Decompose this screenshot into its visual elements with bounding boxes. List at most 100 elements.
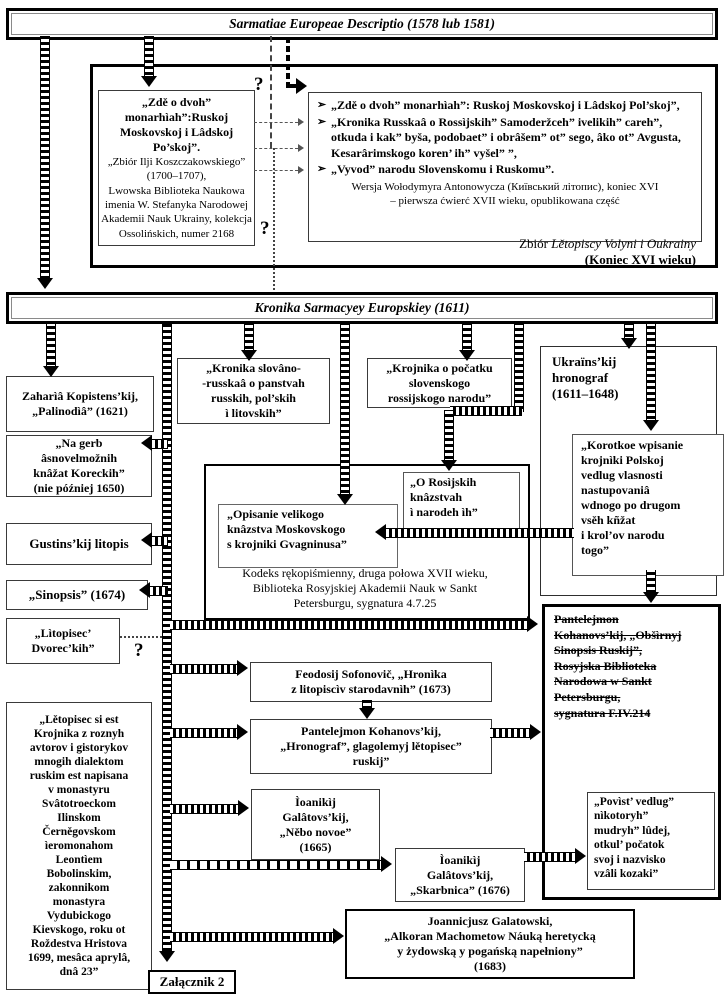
arrowhead-left-icon bbox=[141, 532, 152, 548]
orosijskih-box: „O Rosìjskih knâzstvah ì narodeh ìh” bbox=[403, 472, 520, 530]
zbior-caption: Zbiór Lětopiscy Volyni i Oukrainy (Konie… bbox=[360, 236, 696, 269]
gustin-box: Gustins’kij litopis bbox=[6, 523, 152, 565]
arrowhead-right-icon bbox=[237, 660, 248, 676]
arrowhead-left-icon bbox=[139, 582, 150, 598]
arrowhead-right-icon bbox=[237, 724, 248, 740]
bullet-list-box: ➢ „Zdě o dvoh” monarhìah”: Ruskoj Moskov… bbox=[308, 92, 702, 242]
arrow-title-to-bullets-h bbox=[286, 84, 298, 88]
slovano-box: „Kronika slovâno- -russkaâ o panstvah ru… bbox=[177, 358, 330, 424]
arrowhead-right-icon bbox=[298, 118, 304, 126]
arrow-bar-to-hronograf bbox=[624, 324, 634, 340]
arrowhead-down-icon bbox=[643, 592, 659, 603]
title-bar: Sarmatiae Europeae Descriptio (1578 lub … bbox=[6, 8, 718, 40]
caption-title: Lětopiscy Volyni i Oukrainy bbox=[551, 236, 696, 251]
bullet-list: ➢ „Zdě o dvoh” monarhìah”: Ruskoj Moskov… bbox=[317, 98, 693, 178]
dashed-link-vertical bbox=[270, 36, 272, 148]
arrow-skarbnica-to-povist bbox=[524, 852, 576, 862]
arrow-korotkoe-to-opisanie bbox=[386, 528, 574, 538]
antonowycz-note: Wersja Wołodymyra Antonowycza (Київський… bbox=[351, 180, 659, 208]
arrow-to-sinopsis bbox=[150, 586, 168, 596]
list-item: ➢ „Kronika Russkaâ o Rossìjskih” Samoder… bbox=[317, 115, 693, 162]
kronika-bar: Kronika Sarmacyey Europskiey (1611) bbox=[6, 292, 718, 324]
arrowhead-down-icon bbox=[441, 460, 457, 471]
arrowhead-down-icon bbox=[37, 278, 53, 289]
skarbnica-box: Ìoanikìj Galâtovs’kij, „Skarbnica” (1676… bbox=[395, 848, 525, 902]
arrow-bar-to-orosijskih-v1 bbox=[514, 324, 524, 412]
arrow-bar-to-slovano bbox=[244, 324, 254, 352]
dashed-connector bbox=[254, 170, 298, 171]
zde-title: „Zdě o dvoh” monarhìah”:Ruskoj Moskovsko… bbox=[119, 95, 234, 155]
arrow-spine bbox=[162, 324, 172, 954]
arrowhead-right-icon bbox=[575, 848, 586, 864]
arrowhead-down-icon bbox=[141, 76, 157, 87]
arrowhead-bullet-icon: ➢ bbox=[317, 115, 327, 128]
arrowhead-right-icon bbox=[381, 856, 392, 872]
arrowhead-down-icon bbox=[643, 420, 659, 431]
opisanie-box: „Opisanie velikogo knâzstva Moskovskogo … bbox=[218, 504, 398, 568]
dvoreckih-box: „Lìtopisec’ Dvorec’kih” bbox=[6, 618, 120, 664]
zaharia-box: Zaharìâ Kopistens’kij, „Palinodìâ” (1621… bbox=[6, 376, 154, 432]
arrowhead-down-icon bbox=[359, 708, 375, 719]
wavy-dvoreckih-link bbox=[120, 636, 162, 638]
arrow-korotkoe-to-obsirnyj bbox=[646, 570, 656, 596]
krojnika-box: „Krojnika o počatku slovenskogo rossijsk… bbox=[367, 358, 512, 408]
arrowhead-right-icon bbox=[530, 724, 541, 740]
arrow-to-gustin bbox=[152, 536, 168, 546]
arrowhead-right-icon bbox=[333, 928, 344, 944]
bullet-text-1: „Zdě o dvoh” monarhìah”: Ruskoj Moskovsk… bbox=[331, 98, 680, 112]
arrowhead-right-icon bbox=[296, 78, 307, 94]
nebo-novoe-box: Ìoanikìj Galâtovs’kij, „Něbo novoe” (166… bbox=[251, 789, 380, 860]
arrow-to-feodosij bbox=[170, 664, 238, 674]
arrowhead-down-icon bbox=[43, 366, 59, 377]
arrow-title-to-bullets-v bbox=[286, 36, 290, 88]
arrow-to-skarbnica bbox=[170, 860, 382, 870]
nagerb-box: „Na gerb âsnovelmožnih knâžat Koreckih” … bbox=[6, 435, 152, 497]
arrow-bar-to-korotkoe bbox=[646, 324, 656, 422]
list-item: ➢ „Vyvod” narodu Slovenskomu i Ruskomu”. bbox=[317, 162, 693, 178]
zalacznik-label: Załącznik 2 bbox=[148, 970, 236, 994]
bullet-text-2: „Kronika Russkaâ o Rossìjskih” Samoderžc… bbox=[331, 114, 681, 160]
arrowhead-right-icon bbox=[238, 800, 249, 816]
arrowhead-bullet-icon: ➢ bbox=[317, 163, 327, 176]
arrowhead-down-icon bbox=[621, 338, 637, 349]
korotkoe-box: „Korotkoe wpisanie krojnìki Polskoj vedl… bbox=[572, 434, 724, 576]
arrow-feodosij-to-kohanovskij bbox=[362, 700, 372, 712]
arrow-titlebar-left-down bbox=[40, 36, 50, 282]
arrowhead-bullet-icon: ➢ bbox=[317, 99, 327, 111]
question-mark: ? bbox=[260, 218, 270, 239]
feodosij-box: Feodosij Sofonovič, „Hronìka z litopiscì… bbox=[250, 662, 492, 702]
kohanovskij-hronograf-box: Pantelejmon Kohanovs’kij, „Hronograf”, g… bbox=[250, 719, 492, 774]
arrowhead-right-icon bbox=[298, 166, 304, 174]
hronograf-label: Ukraïns’kij hronograf (1611–1648) bbox=[552, 354, 619, 401]
list-item: ➢ „Zdě o dvoh” monarhìah”: Ruskoj Moskov… bbox=[317, 98, 693, 114]
kodeks-text: Kodeks rękopiśmienny, druga połowa XVII … bbox=[242, 566, 488, 610]
caption-date: (Koniec XVI wieku) bbox=[584, 252, 696, 268]
sinopsis-box: „Sinopsis” (1674) bbox=[6, 580, 148, 610]
povist-box: „Povìst’ vedlug” nìkotoryh” mudryh” lûde… bbox=[587, 792, 715, 890]
arrow-bar-to-zaharia bbox=[46, 324, 56, 368]
alkoran-box: Joannicjusz Galatowski, „Alkoran Machome… bbox=[345, 909, 635, 979]
arrowhead-left-icon bbox=[375, 524, 386, 540]
arrowhead-down-icon bbox=[159, 951, 175, 962]
arrow-bar-to-krojnika bbox=[462, 324, 472, 352]
arrow-bar-to-opisanie bbox=[340, 324, 350, 496]
arrowhead-down-icon bbox=[241, 350, 257, 361]
bullet-text-3: „Vyvod” narodu Slovenskomu i Ruskomu”. bbox=[331, 162, 555, 177]
arrow-kohanovskij-to-obsirnyj bbox=[490, 728, 532, 738]
arrowhead-down-icon bbox=[459, 350, 475, 361]
obsirnyj-text: Pantelejmon Kohanovs’kij, „Obšìrnyj Sino… bbox=[554, 612, 682, 720]
arrowhead-right-icon bbox=[298, 144, 304, 152]
zde-body: „Zbiór Ilji Koszczakowskiego” (1700–1707… bbox=[101, 156, 252, 240]
arrow-to-kohanovskij bbox=[170, 728, 238, 738]
arrow-title-to-zde bbox=[144, 36, 154, 78]
arrow-spine-to-obsirnyj bbox=[170, 620, 528, 630]
arrow-to-nebo bbox=[170, 804, 239, 814]
arrow-to-nagerb bbox=[152, 439, 168, 449]
arrowhead-down-icon bbox=[337, 494, 353, 505]
question-mark: ? bbox=[134, 640, 144, 661]
dashed-connector bbox=[254, 148, 298, 149]
arrowhead-left-icon bbox=[141, 435, 152, 451]
arrowhead-right-icon bbox=[527, 616, 538, 632]
wavy-link-vertical bbox=[273, 148, 275, 290]
